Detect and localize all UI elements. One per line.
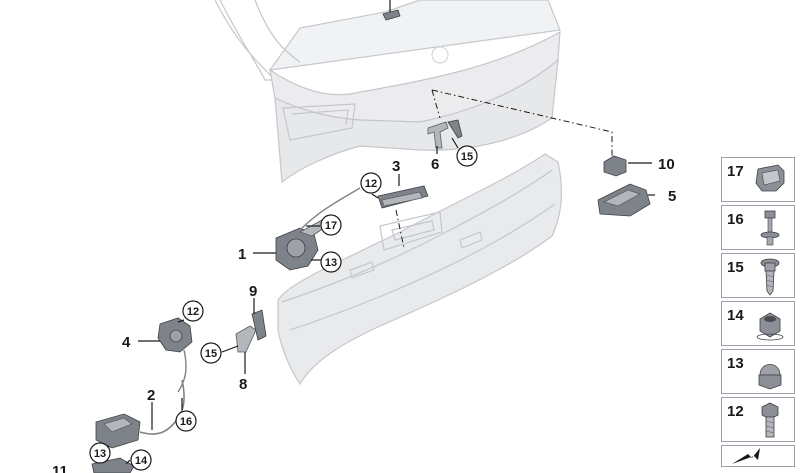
legend-number: 14 [727,307,744,324]
legend-item-13[interactable]: 13 [721,349,795,394]
part-3-handle-switch [377,185,429,209]
part-10-bracket [603,155,627,177]
legend-item-12[interactable]: 12 [721,397,795,442]
hex-nut-icon [756,312,784,341]
callout-13-upper: 13 [320,251,342,273]
legend-number: 15 [727,259,744,276]
part-5-lock [597,183,651,217]
callout-12-upper: 12 [360,172,382,194]
legend-item-15[interactable]: 15 [721,253,795,298]
svg-text:12: 12 [365,178,377,190]
legend-item-16[interactable]: 16 [721,205,795,250]
svg-text:15: 15 [461,151,473,163]
callout-1: 1 [238,246,246,263]
arrow-icon [732,448,760,464]
torx-screw-icon [760,258,780,296]
callout-10: 10 [658,156,675,173]
svg-text:17: 17 [325,220,337,232]
callout-11: 11 [52,463,68,473]
callout-13-lower: 13 [89,442,111,464]
legend-footer[interactable] [721,445,795,467]
svg-text:13: 13 [325,257,337,269]
svg-text:13: 13 [94,448,106,460]
part-tailgate-striker [382,0,401,21]
callout-12-lower: 12 [182,300,204,322]
callout-4: 4 [122,334,131,351]
callout-14: 14 [130,449,152,471]
legend-item-17[interactable]: 17 [721,157,795,202]
callout-8: 8 [239,376,247,393]
callout-9: 9 [249,283,257,300]
svg-text:16: 16 [180,416,192,428]
connector-line-top-small [431,89,441,119]
callout-17: 17 [320,214,342,236]
fastener-legend: 17 16 15 14 13 [721,157,800,467]
clip-icon [755,164,785,192]
svg-text:14: 14 [135,455,148,467]
connector-line-top [431,89,613,160]
legend-number: 13 [727,355,744,372]
svg-text:15: 15 [205,348,217,360]
callout-2: 2 [147,387,155,404]
part-9-8-hinge [235,309,267,353]
legend-item-14[interactable]: 14 [721,301,795,346]
callout-6: 6 [431,156,439,173]
cap-nut-icon [758,364,782,390]
svg-text:12: 12 [187,306,199,318]
callout-15-upper: 15 [456,145,478,167]
callout-16: 16 [175,410,197,432]
expanding-rivet-icon [760,210,780,246]
connector-line-mid [395,209,405,249]
legend-number: 16 [727,211,744,228]
hex-bolt-icon [761,402,779,438]
callout-5: 5 [668,188,676,205]
part-6-bracket [427,119,463,149]
trim-panel [277,153,562,386]
callout-3: 3 [392,158,400,175]
part-2-cable-module [95,379,185,449]
legend-number: 12 [727,403,744,420]
part-4-actuator [157,317,193,393]
callout-15-lower: 15 [200,342,222,364]
tailgate-outline [214,0,561,184]
legend-number: 17 [727,163,744,180]
